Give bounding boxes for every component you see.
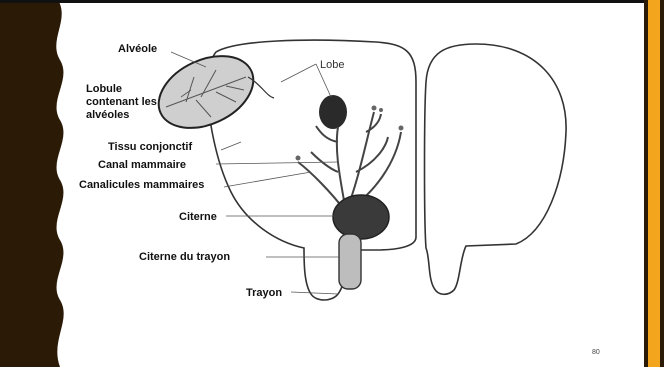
top-border bbox=[0, 0, 664, 3]
duct-bud bbox=[399, 126, 404, 131]
label-canal-mammaire: Canal mammaire bbox=[98, 159, 186, 171]
right-accent-bar bbox=[648, 0, 660, 367]
label-lobule-line3: alvéoles bbox=[86, 109, 129, 121]
leader-line-lobe-1 bbox=[281, 64, 316, 82]
duct-bud bbox=[379, 108, 383, 112]
label-trayon: Trayon bbox=[246, 287, 282, 299]
leader-line-trayon bbox=[291, 292, 338, 294]
page-number: 80 bbox=[592, 349, 600, 356]
label-citerne-du-trayon: Citerne du trayon bbox=[139, 251, 230, 263]
left-decorative-band bbox=[0, 0, 72, 367]
leader-line-canal bbox=[216, 162, 338, 164]
label-alveole: Alvéole bbox=[118, 43, 157, 55]
duct-bud bbox=[296, 156, 301, 161]
label-lobule-line1: Lobule bbox=[86, 83, 122, 95]
lobe-shape bbox=[319, 95, 347, 129]
duct-bud bbox=[372, 106, 377, 111]
label-lobe: Lobe bbox=[320, 59, 344, 71]
udder-right-quarter-outline bbox=[425, 44, 567, 294]
label-tissu-conjonctif: Tissu conjonctif bbox=[108, 141, 192, 153]
label-citerne: Citerne bbox=[179, 211, 217, 223]
mammary-gland-diagram: Alvéole Lobule contenant les alvéoles Lo… bbox=[76, 22, 623, 328]
leader-line-tissu bbox=[221, 142, 241, 150]
label-canalicules-mammaires: Canalicules mammaires bbox=[79, 179, 204, 191]
label-lobule-line2: contenant les bbox=[86, 96, 157, 108]
citerne-shape bbox=[333, 195, 389, 239]
citerne-trayon-shape bbox=[339, 234, 361, 289]
leader-line-canalicules bbox=[224, 172, 311, 187]
